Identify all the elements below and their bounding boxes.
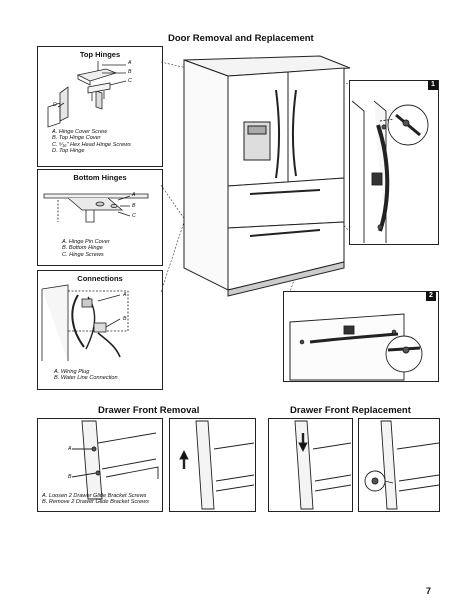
top-hinges-title: Top Hinges	[79, 50, 121, 59]
connections-marker-a: A	[123, 292, 127, 298]
bottom-hinges-marker-a: A	[132, 192, 136, 198]
bottom-hinges-panel: Bottom Hinges A B C A. Hinge Pin Cover B…	[37, 169, 163, 266]
bottom-hinges-caption: A. Hinge Pin Cover B. Bottom Hinge C. Hi…	[62, 239, 110, 258]
connections-caption: A. Wiring Plug B. Water Line Connection	[54, 369, 118, 382]
caption-line: B. Bottom Hinge	[62, 245, 103, 252]
top-hinges-illustration	[47, 61, 127, 128]
door-handle-illustration	[351, 100, 429, 243]
drawer-removal-panel-2	[169, 418, 256, 512]
drawer-replacement-panel-2	[358, 418, 440, 512]
caption-line: C. Hinge Screws	[62, 251, 104, 258]
caption-line: B. Remove 2 Drawer Glide Bracket Screws	[42, 499, 149, 506]
step-1-badge: 1	[428, 80, 438, 90]
page-number: 7	[426, 586, 432, 596]
drawer-lower-illustration	[294, 420, 352, 510]
caption-line: A. Hinge Cover Screw	[52, 129, 108, 135]
drawer-removal-marker-b: B	[68, 474, 72, 480]
top-hinges-marker-c: C	[128, 78, 132, 84]
drawer-screw-illustration	[364, 420, 440, 510]
drawer-removal-title: Drawer Front Removal	[98, 405, 200, 416]
caption-line: C. ⁵⁄₁₆" Hex Head Hinge Screws	[52, 141, 131, 148]
step-2-panel	[283, 291, 439, 382]
bottom-hinges-illustration	[43, 193, 149, 223]
caption-line: B. Top Hinge Cover	[52, 135, 101, 142]
top-hinges-caption: A. Hinge Cover Screw B. Top Hinge Cover …	[52, 129, 131, 155]
drawer-replacement-panel-1	[268, 418, 353, 512]
caption-line: A. Wiring Plug	[54, 369, 90, 375]
drawer-removal-panel-1: A B A. Loosen 2 Drawer Glide Bracket Scr…	[37, 418, 163, 512]
drawer-removal-marker-a: A	[68, 446, 72, 452]
bottom-hinges-marker-b: B	[132, 203, 136, 209]
connections-illustration	[41, 284, 129, 361]
step-2-badge: 2	[426, 291, 436, 301]
drawer-glide-illustration	[71, 420, 159, 500]
drawer-lift-illustration	[179, 420, 255, 510]
connections-title: Connections	[77, 274, 123, 283]
connections-marker-b: B	[123, 316, 127, 322]
caption-line: A. Loosen 2 Drawer Glide Bracket Screws	[42, 493, 147, 499]
bottom-hinges-title: Bottom Hinges	[73, 173, 127, 182]
top-hinges-marker-a: A	[128, 60, 132, 66]
drawer-removal-caption: A. Loosen 2 Drawer Glide Bracket Screws …	[42, 493, 149, 506]
step-1-panel	[349, 80, 439, 245]
drawer-replacement-title: Drawer Front Replacement	[290, 405, 411, 416]
caption-line: A. Hinge Pin Cover	[62, 239, 110, 245]
top-hinges-panel: Top Hinges A B C D A. Hinge Cover Screw …	[37, 46, 163, 167]
connections-panel: Connections A B A. Wiring Plug B. Water …	[37, 270, 163, 390]
caption-line: B. Water Line Connection	[54, 375, 118, 382]
page-title: Door Removal and Replacement	[168, 33, 314, 44]
drawer-handle-illustration	[289, 313, 423, 381]
caption-line: D. Top Hinge	[52, 148, 85, 155]
bottom-hinges-marker-c: C	[132, 213, 136, 219]
top-hinges-marker-b: B	[128, 69, 132, 75]
top-hinges-marker-d: D	[53, 102, 57, 108]
